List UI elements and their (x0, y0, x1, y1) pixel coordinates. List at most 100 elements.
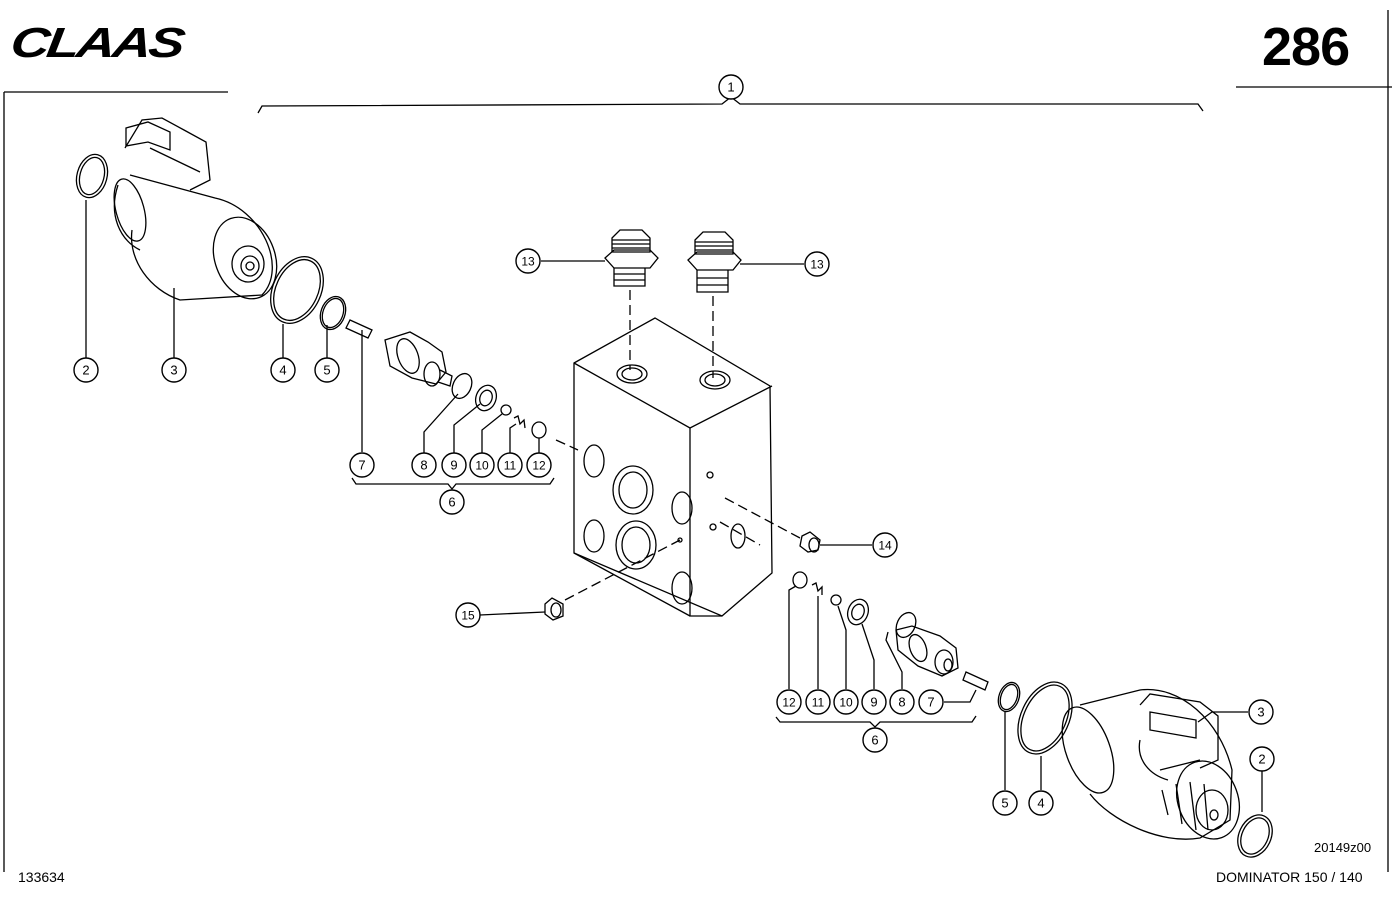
callout-c3a: 3 (161, 357, 187, 383)
o-ring-left-2 (75, 153, 109, 199)
plug-15 (544, 597, 564, 621)
plug-right-12 (792, 571, 808, 589)
callout-c15: 15 (455, 602, 481, 628)
callout-number: 3 (1257, 705, 1264, 720)
callout-c4b: 4 (1028, 790, 1054, 816)
callout-circle (833, 689, 859, 715)
fitting-left-13 (604, 229, 659, 287)
callout-circle (455, 602, 481, 628)
o-ring-right-8 (895, 611, 917, 639)
callout-c5a: 5 (314, 357, 340, 383)
callout-circle (889, 689, 915, 715)
callout-number: 4 (279, 363, 286, 378)
callout-c10b: 10 (833, 689, 859, 715)
callout-number: 15 (461, 609, 475, 623)
solenoid-coil-right (1061, 688, 1240, 840)
callout-circle (73, 357, 99, 383)
callout-number: 9 (870, 695, 877, 710)
callout-circle (862, 727, 888, 753)
manifold-block (573, 317, 773, 617)
callout-c7a: 7 (349, 452, 375, 478)
o-ring-left-4 (270, 256, 324, 324)
callout-circle (349, 452, 375, 478)
callout-number: 3 (170, 363, 177, 378)
callout-number: 12 (532, 459, 546, 473)
callout-c3b: 3 (1248, 699, 1274, 725)
callout-circle (776, 689, 802, 715)
callout-circle (805, 689, 831, 715)
callout-c6b: 6 (862, 727, 888, 753)
callout-c13a: 13 (515, 248, 541, 274)
callout-number: 9 (450, 458, 457, 473)
callout-c11a: 11 (497, 452, 523, 478)
callout-number: 12 (782, 696, 796, 710)
callout-c7b: 7 (918, 689, 944, 715)
callout-c4a: 4 (270, 357, 296, 383)
callout-circle (992, 790, 1018, 816)
callout-number: 5 (1001, 796, 1008, 811)
washer-right-9 (846, 598, 870, 626)
callout-c9b: 9 (861, 689, 887, 715)
callout-c13b: 13 (804, 251, 830, 277)
document-number: 133634 (18, 869, 65, 885)
spring-right-11 (811, 582, 823, 595)
o-ring-right-5 (997, 681, 1021, 713)
callout-number: 6 (871, 733, 878, 748)
callout-number: 2 (1258, 752, 1265, 767)
callout-c1: 1 (718, 74, 744, 100)
spring-left-11 (513, 415, 526, 429)
group-bracket-left-6 (351, 477, 555, 491)
callout-circle (441, 452, 467, 478)
washer-left-9 (474, 384, 498, 412)
callout-c8a: 8 (411, 452, 437, 478)
callout-number: 11 (504, 459, 517, 473)
callout-circle (515, 248, 541, 274)
callout-circle (497, 452, 523, 478)
drawing-code: 20149z00 (1314, 840, 1372, 855)
callout-number: 6 (448, 495, 455, 510)
callout-c10a: 10 (469, 452, 495, 478)
callout-number: 8 (420, 458, 427, 473)
plug-left-12 (531, 421, 547, 439)
leader-lines (85, 200, 1263, 812)
ball-right-10 (830, 594, 842, 606)
o-ring-right-2 (1237, 814, 1273, 858)
solenoid-coil-left (113, 117, 278, 301)
machine-model: DOMINATOR 150 / 140 (1216, 869, 1363, 885)
callout-circle (411, 452, 437, 478)
pin-left-7 (345, 319, 373, 339)
callout-circle (1028, 790, 1054, 816)
callout-number: 5 (323, 363, 330, 378)
callout-c11b: 11 (805, 689, 831, 715)
callout-number: 7 (927, 695, 934, 710)
pin-right-7 (962, 671, 989, 691)
o-ring-left-8 (451, 372, 473, 400)
callout-number: 2 (82, 363, 89, 378)
o-ring-right-4 (1017, 681, 1073, 755)
callout-circle (872, 532, 898, 558)
page-number: 286 (1262, 17, 1350, 77)
callout-c2a: 2 (73, 357, 99, 383)
callout-number: 11 (812, 696, 825, 710)
callout-c9a: 9 (441, 452, 467, 478)
callout-circle (1249, 746, 1275, 772)
callout-number: 10 (839, 696, 853, 710)
callout-number: 8 (898, 695, 905, 710)
callout-circle (314, 357, 340, 383)
callout-c6a: 6 (439, 489, 465, 515)
callout-c12b: 12 (776, 689, 802, 715)
callout-c5b: 5 (992, 790, 1018, 816)
assembly-centre-lines (555, 290, 801, 601)
callout-circle (1248, 699, 1274, 725)
plug-14 (799, 531, 821, 553)
callout-number: 7 (358, 458, 365, 473)
callout-number: 13 (521, 255, 535, 269)
cartridge-valve-right-8 (895, 625, 959, 677)
callout-circle (918, 689, 944, 715)
callout-circle (469, 452, 495, 478)
cartridge-valve-left-8 (384, 331, 453, 387)
fitting-right-13 (687, 231, 742, 293)
callout-circle (804, 251, 830, 277)
callout-circle (270, 357, 296, 383)
